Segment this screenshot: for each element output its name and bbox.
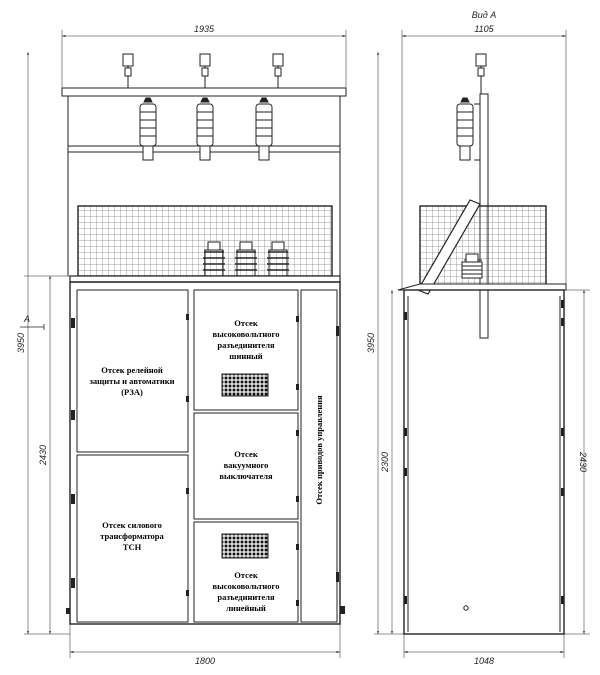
side-view	[374, 30, 590, 658]
label-rza: Отсек релейной защиты и автоматики (РЗА)	[89, 365, 174, 397]
surge-arresters	[139, 97, 273, 161]
side-door-lock	[463, 605, 469, 611]
dim-side-bottom-width	[403, 634, 565, 658]
side-left-height-label: 2300	[380, 452, 390, 473]
label-tsn-line-3: ТСН	[123, 542, 142, 552]
insulator-top-1	[122, 53, 134, 88]
insulator-top-2	[199, 53, 211, 88]
label-bus-disconnector: Отсек высоковольтного разъединителя шинн…	[213, 318, 280, 361]
side-right-height-label: 2430	[578, 451, 588, 472]
side-top-width-label: 1105	[474, 24, 494, 34]
hinges	[66, 314, 345, 614]
side-top-insulator	[475, 53, 487, 94]
label-bus-line-4: шинный	[229, 351, 263, 361]
disconnector-arm	[417, 199, 483, 295]
top-insulators	[122, 53, 284, 88]
dim-top-width	[61, 30, 347, 90]
upper-frame	[61, 87, 347, 97]
front-top-width-label: 1935	[194, 24, 215, 34]
side-hinges	[404, 300, 564, 604]
label-line-line-2: высоковольтного	[213, 581, 280, 591]
front-view	[20, 30, 347, 658]
front-cabinet-height-label: 2430	[38, 445, 48, 466]
side-roof-slab	[397, 283, 567, 291]
label-line-line-4: линейный	[226, 603, 266, 613]
panel-tsn	[76, 454, 189, 623]
front-bottom-width-label: 1800	[195, 656, 215, 666]
dim-side-top-width	[401, 30, 567, 290]
label-vacuum-line-3: выключателя	[219, 471, 273, 481]
arrester-3	[255, 97, 273, 161]
label-tsn-line-2: трансформатора	[100, 531, 164, 541]
side-arrester	[456, 97, 474, 161]
panel-line-disconnector	[193, 521, 299, 623]
panel-vacuum-breaker	[193, 412, 299, 520]
section-marker	[20, 324, 45, 330]
label-vacuum-breaker: Отсек вакуумного выключателя	[219, 449, 273, 481]
label-drives: Отсек приводов управления	[314, 395, 324, 505]
label-rza-line-3: (РЗА)	[121, 387, 143, 397]
insulator-top-3	[272, 53, 284, 88]
label-rza-line-2: защиты и автоматики	[89, 376, 174, 386]
roof-slab	[69, 275, 341, 283]
vent-grille-upper	[221, 373, 269, 397]
dim-front-heights	[24, 52, 70, 635]
label-line-disconnector: Отсек высоковольтного разъединителя лине…	[213, 570, 280, 613]
side-cabinet-body	[403, 289, 565, 635]
section-marker-label: А	[23, 314, 30, 324]
label-line-line-3: разъединителя	[217, 592, 275, 602]
dim-side-heights	[374, 52, 590, 635]
panel-drives	[300, 289, 338, 623]
label-tsn-line-1: Отсек силового	[102, 520, 162, 530]
label-bus-line-1: Отсек	[234, 318, 258, 328]
label-vacuum-line-2: вакуумного	[224, 460, 269, 470]
label-bus-line-3: разъединителя	[217, 340, 275, 350]
side-total-height-label: 3950	[366, 333, 376, 353]
panel-bus-disconnector	[193, 289, 299, 411]
label-rza-line-1: Отсек релейной	[101, 365, 163, 375]
view-label: Вид А	[472, 10, 497, 20]
cabinet-body	[69, 281, 341, 625]
label-vacuum-line-1: Отсек	[234, 449, 258, 459]
panel-rza	[76, 289, 189, 453]
front-total-height-label: 3950	[16, 333, 26, 353]
side-bottom-width-label: 1048	[474, 656, 494, 666]
label-tsn: Отсек силового трансформатора ТСН	[100, 520, 164, 552]
arrester-2	[196, 97, 214, 161]
dim-bottom-width	[69, 624, 341, 658]
label-bus-line-2: высоковольтного	[213, 329, 280, 339]
vent-grille-lower	[221, 533, 269, 559]
arrester-1	[139, 97, 157, 161]
label-line-line-1: Отсек	[234, 570, 258, 580]
